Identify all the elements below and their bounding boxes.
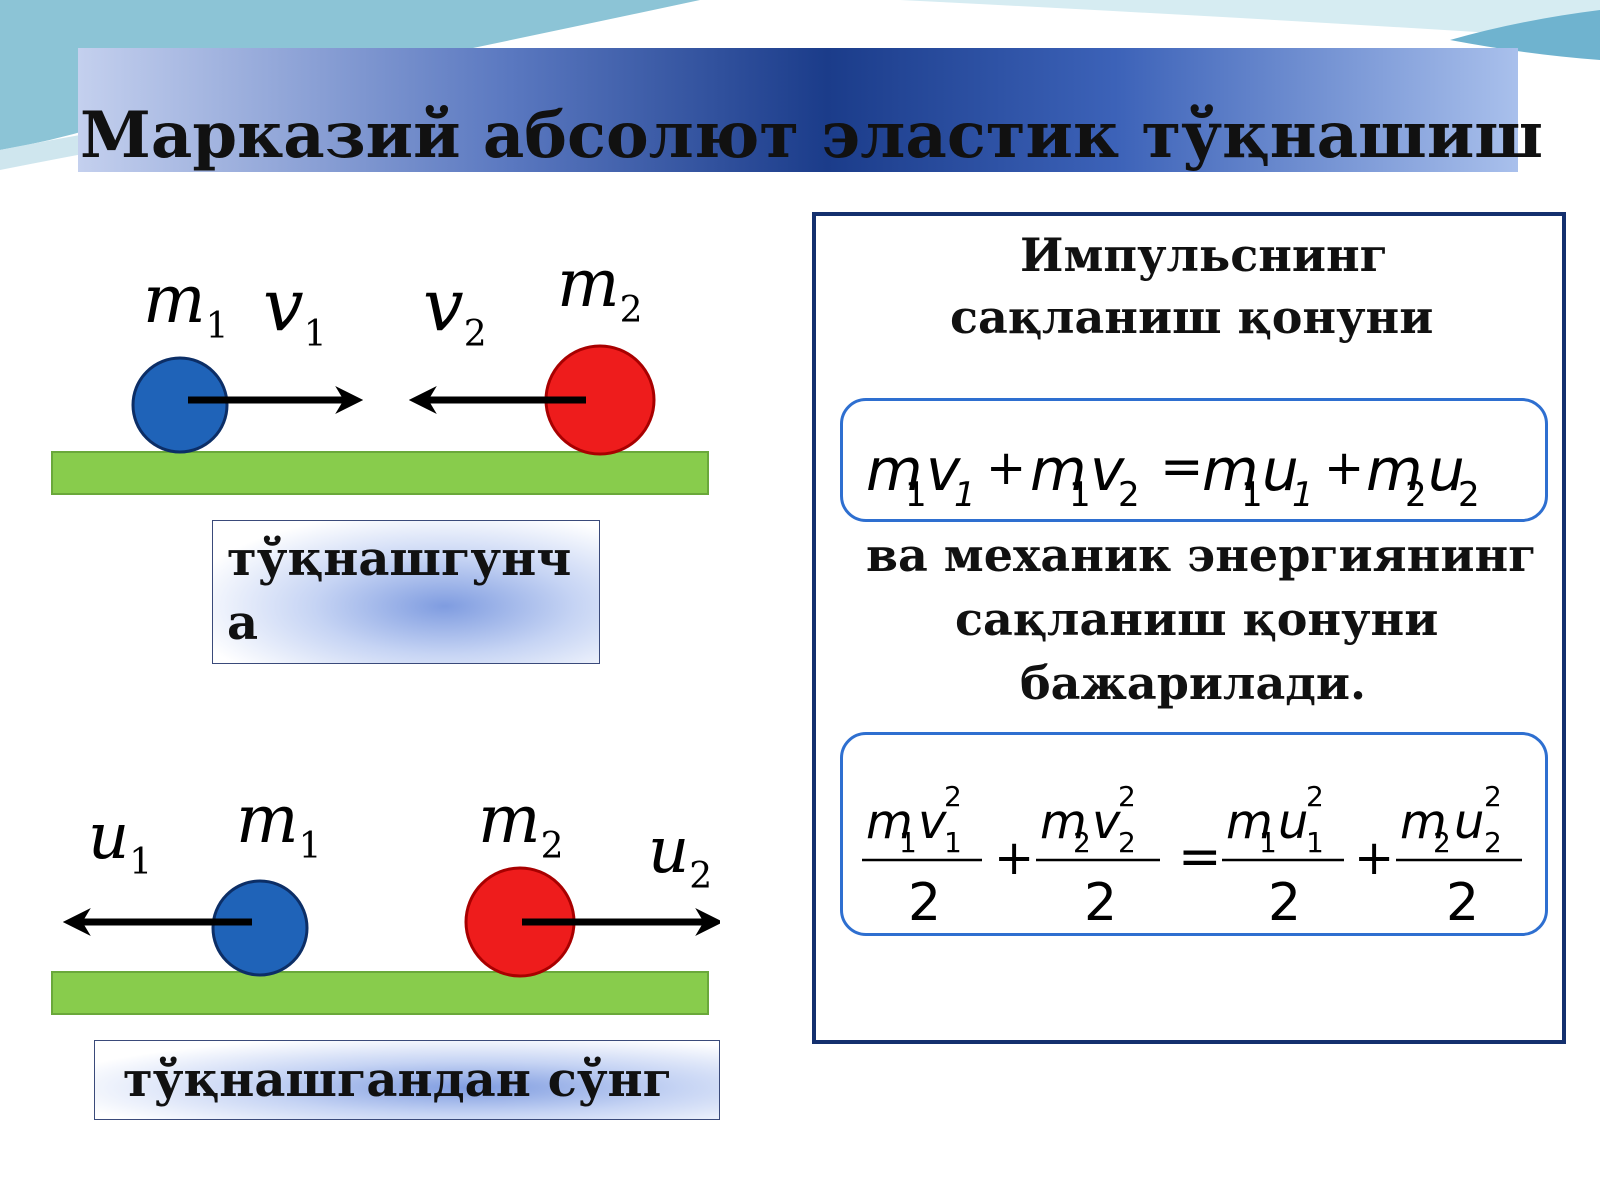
svg-text:2: 2 bbox=[1084, 873, 1117, 933]
svg-text:m: m bbox=[1366, 436, 1423, 504]
caption-after-collision: тўқнашгандан сўнг bbox=[94, 1040, 720, 1120]
svg-text:2: 2 bbox=[1484, 780, 1502, 813]
momentum-heading-line2: сақланиш қонуни bbox=[950, 290, 1434, 344]
label-m1-after: m1 bbox=[236, 781, 322, 867]
svg-text:u: u bbox=[1262, 436, 1299, 504]
svg-text:1: 1 bbox=[905, 475, 927, 515]
svg-text:2: 2 bbox=[908, 873, 941, 933]
svg-text:v: v bbox=[1092, 794, 1121, 850]
svg-text:=: = bbox=[1160, 437, 1204, 497]
svg-text:2: 2 bbox=[1118, 780, 1136, 813]
ground-before bbox=[51, 451, 709, 495]
label-m2-before: m2 bbox=[557, 245, 643, 331]
label-v2: v2 bbox=[423, 263, 487, 355]
svg-text:1: 1 bbox=[944, 826, 962, 859]
svg-text:u: u bbox=[1278, 794, 1308, 850]
collision-diagram: m1 v1 v2 m2 u1 m1 m2 u2 bbox=[51, 245, 720, 1015]
svg-text:2: 2 bbox=[1433, 826, 1451, 859]
label-v1: v1 bbox=[263, 263, 327, 355]
svg-text:v: v bbox=[1090, 436, 1126, 504]
momentum-equation-box bbox=[840, 398, 1548, 522]
svg-text:m: m bbox=[1030, 436, 1087, 504]
svg-text:2: 2 bbox=[1458, 475, 1480, 515]
svg-text:2: 2 bbox=[1118, 826, 1136, 859]
svg-text:+: + bbox=[994, 830, 1034, 886]
svg-text:1: 1 bbox=[1306, 826, 1324, 859]
svg-text:1: 1 bbox=[1259, 826, 1277, 859]
title-band bbox=[78, 48, 1518, 172]
svg-text:u: u bbox=[1428, 436, 1465, 504]
svg-text:2: 2 bbox=[1446, 873, 1479, 933]
ball-m1-after bbox=[211, 879, 309, 977]
svg-text:2: 2 bbox=[1268, 873, 1301, 933]
energy-line3: бажарилади. bbox=[1020, 656, 1367, 710]
svg-text:m: m bbox=[1202, 436, 1259, 504]
svg-text:1: 1 bbox=[954, 475, 976, 515]
energy-equation-box bbox=[840, 732, 1548, 936]
svg-text:m: m bbox=[1400, 794, 1447, 850]
momentum-heading-line1: Импульснинг bbox=[1020, 228, 1388, 282]
svg-text:u: u bbox=[1454, 794, 1484, 850]
label-m1-before: m1 bbox=[143, 261, 229, 347]
svg-text:m: m bbox=[1226, 794, 1273, 850]
caption-before-collision: тўқнашгунча bbox=[212, 520, 600, 664]
svg-text:2: 2 bbox=[944, 780, 962, 813]
svg-text:1: 1 bbox=[1241, 475, 1263, 515]
svg-text:1: 1 bbox=[899, 826, 917, 859]
page-title: Марказий абсолют эластик тўқнашиш bbox=[80, 98, 1544, 173]
svg-text:2: 2 bbox=[1073, 826, 1091, 859]
ground-after bbox=[51, 971, 709, 1015]
svg-text:m: m bbox=[866, 436, 923, 504]
energy-line2: сақланиш қонуни bbox=[955, 592, 1439, 646]
svg-text:v: v bbox=[926, 436, 962, 504]
label-m2-after: m2 bbox=[478, 781, 564, 867]
svg-text:1: 1 bbox=[1069, 475, 1091, 515]
svg-text:2: 2 bbox=[1118, 475, 1140, 515]
svg-text:2: 2 bbox=[1405, 475, 1427, 515]
ball-m1-before bbox=[131, 356, 229, 454]
svg-text:2: 2 bbox=[1484, 826, 1502, 859]
label-u2: u2 bbox=[648, 814, 712, 897]
svg-text:+: + bbox=[1354, 830, 1394, 886]
svg-text:v: v bbox=[918, 794, 947, 850]
label-u1: u1 bbox=[88, 800, 152, 883]
svg-text:m: m bbox=[866, 794, 913, 850]
svg-text:+: + bbox=[1324, 440, 1364, 496]
energy-line1: ва механик энергиянинг bbox=[866, 528, 1537, 582]
svg-text:m: m bbox=[1040, 794, 1087, 850]
svg-text:=: = bbox=[1178, 827, 1222, 887]
svg-text:1: 1 bbox=[1292, 475, 1314, 515]
svg-text:2: 2 bbox=[1306, 780, 1324, 813]
svg-text:+: + bbox=[986, 440, 1026, 496]
